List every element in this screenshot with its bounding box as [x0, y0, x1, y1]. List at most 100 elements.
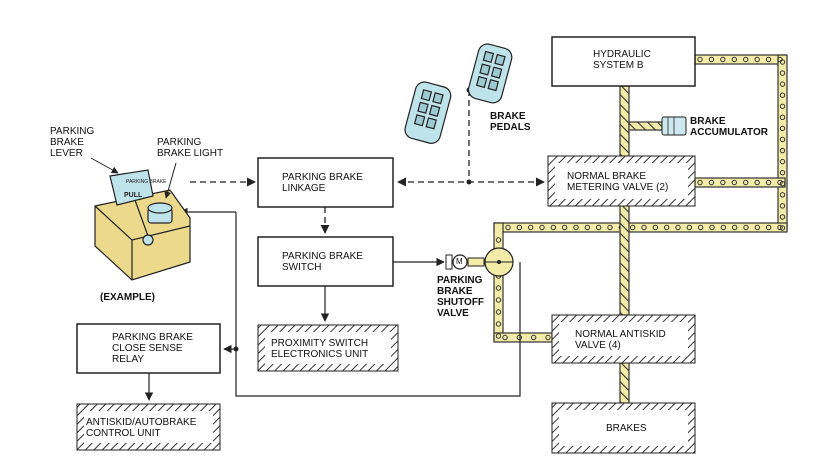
hydraulic-bead	[505, 224, 511, 231]
hydraulic-bead	[675, 224, 681, 231]
hydraulic-bead	[595, 224, 602, 231]
antiskid-control-unit-box	[76, 403, 221, 451]
hydraulic-bead	[779, 70, 786, 76]
hydraulic-bead	[779, 59, 786, 65]
hydraulic-bead	[697, 179, 703, 186]
wire-junction	[233, 346, 239, 352]
normal-antiskid-valve-label: NORMAL ANTISKID VALVE (4)	[575, 329, 666, 351]
hydraulic-bead	[708, 56, 715, 63]
hydraulic-bead	[539, 224, 545, 231]
motor-symbol-label: M	[456, 257, 463, 266]
hydraulic-pressure-lines	[493, 54, 788, 343]
hydraulic-bead	[561, 224, 568, 231]
hydraulic-bead	[573, 224, 579, 231]
hydraulic-bead	[779, 81, 786, 87]
shutoff-valve-icon	[484, 247, 514, 277]
hydraulic-bead	[720, 179, 726, 186]
hydraulic-bead	[754, 224, 761, 231]
normal-antiskid-valve-box	[551, 314, 696, 364]
hydraulic-bead	[779, 114, 786, 121]
hydraulic-system-b-box	[551, 36, 696, 87]
hydraulic-bead	[708, 179, 715, 186]
hydraulic-bead	[502, 334, 508, 341]
metering-valve-box	[547, 155, 696, 207]
brake-accumulator-label: BRAKE ACCUMULATOR	[690, 116, 768, 138]
hydraulic-bead	[765, 224, 772, 231]
parking-brake-switch-box	[257, 236, 394, 287]
proximity-switch-label: PROXIMITY SWITCH ELECTRONICS UNIT	[271, 338, 369, 360]
parking-brake-lever-label: PARKING BRAKE LEVER	[50, 126, 95, 159]
hydraulic-bead	[779, 125, 786, 132]
hydraulic-bead	[584, 224, 591, 231]
hydraulic-bead	[779, 158, 786, 165]
hydraulic-system-b-label: HYDRAULIC SYSTEM B	[593, 49, 651, 71]
hydraulic-bead	[731, 179, 737, 186]
proximity-switch-box	[257, 324, 399, 372]
hydraulic-bead	[765, 56, 772, 63]
hydraulic-bead	[663, 224, 670, 231]
accumulator-icon	[661, 116, 687, 136]
hydraulic-bead	[641, 224, 647, 231]
brakes-label: BRAKES	[606, 423, 647, 434]
hydraulic-bead	[495, 333, 502, 339]
hydraulic-bead	[779, 225, 786, 231]
hydraulic-bead	[779, 147, 786, 154]
hydraulic-line-beads	[495, 56, 786, 341]
hydraulic-bead	[697, 56, 703, 63]
close-sense-relay-label: PARKING BRAKE CLOSE SENSE RELAY	[112, 332, 193, 365]
brake-pedals-label: BRAKE PEDALS	[490, 111, 531, 133]
hydraulic-bead	[652, 224, 659, 231]
hydraulic-bead	[777, 179, 783, 186]
label-leaders	[90, 157, 177, 199]
hydraulic-bead	[779, 136, 786, 143]
hydraulic-bead	[779, 214, 786, 220]
hydraulic-bead	[754, 179, 760, 186]
antiskid-control-unit-label: ANTISKID/AUTOBRAKE CONTROL UNIT	[86, 417, 197, 439]
hydraulic-bead	[686, 224, 693, 231]
pedal-link-junction	[466, 179, 472, 185]
hydraulic-bead	[709, 224, 715, 231]
hydraulic-bead	[720, 224, 727, 231]
hydraulic-bead	[495, 237, 502, 243]
hydraulic-bead	[550, 224, 557, 231]
hydraulic-bead	[495, 309, 502, 315]
hydraulic-bead	[495, 297, 502, 303]
hydraulic-bead	[779, 103, 786, 109]
electrical-wires	[144, 207, 521, 401]
hydraulic-bead	[495, 285, 502, 291]
brakes-box	[551, 402, 696, 454]
hydraulic-bead	[743, 56, 749, 63]
example-label: (EXAMPLE)	[100, 292, 155, 303]
hydraulic-bead	[743, 179, 749, 186]
hydraulic-bead	[779, 169, 786, 176]
parking-brake-shutoff-valve-label: PARKING BRAKE SHUTOFF VALVE	[437, 275, 485, 319]
hydraulic-bead	[516, 224, 523, 231]
parking-brake-linkage-box	[257, 157, 394, 208]
hydraulic-bead	[527, 224, 534, 231]
hydraulic-bead	[779, 192, 786, 198]
hydraulic-bead	[779, 92, 786, 98]
parking-brake-light-label: PARKING BRAKE LIGHT	[157, 137, 224, 159]
hydraulic-bead	[697, 224, 704, 231]
lever-plate-pull: PULL	[124, 192, 143, 199]
hydraulic-bead	[530, 334, 537, 341]
metering-valve-label: NORMAL BRAKE METERING VALVE (2)	[567, 171, 669, 193]
parking-brake-linkage-label: PARKING BRAKE LINKAGE	[282, 172, 363, 194]
hydraulic-bead	[495, 321, 502, 327]
hydraulic-bead	[731, 56, 737, 63]
hydraulic-bead	[754, 56, 760, 63]
lever-plate-text: PARKING BRAKE	[126, 179, 167, 185]
hydraulic-bead	[777, 224, 783, 231]
hydraulic-bead	[607, 224, 613, 231]
hydraulic-bead	[516, 334, 523, 341]
parking-brake-lever-icon: PARKING BRAKE PULL	[94, 169, 191, 281]
hydraulic-bead	[629, 224, 636, 231]
hydraulic-bead	[743, 224, 749, 231]
hydraulic-bead	[720, 56, 726, 63]
brake-pedals-icon	[404, 43, 513, 144]
hydraulic-bead	[765, 179, 772, 186]
hydraulic-bead	[779, 203, 786, 209]
hydraulic-bead	[731, 224, 738, 231]
parking-brake-switch-label: PARKING BRAKE SWITCH	[282, 251, 363, 273]
